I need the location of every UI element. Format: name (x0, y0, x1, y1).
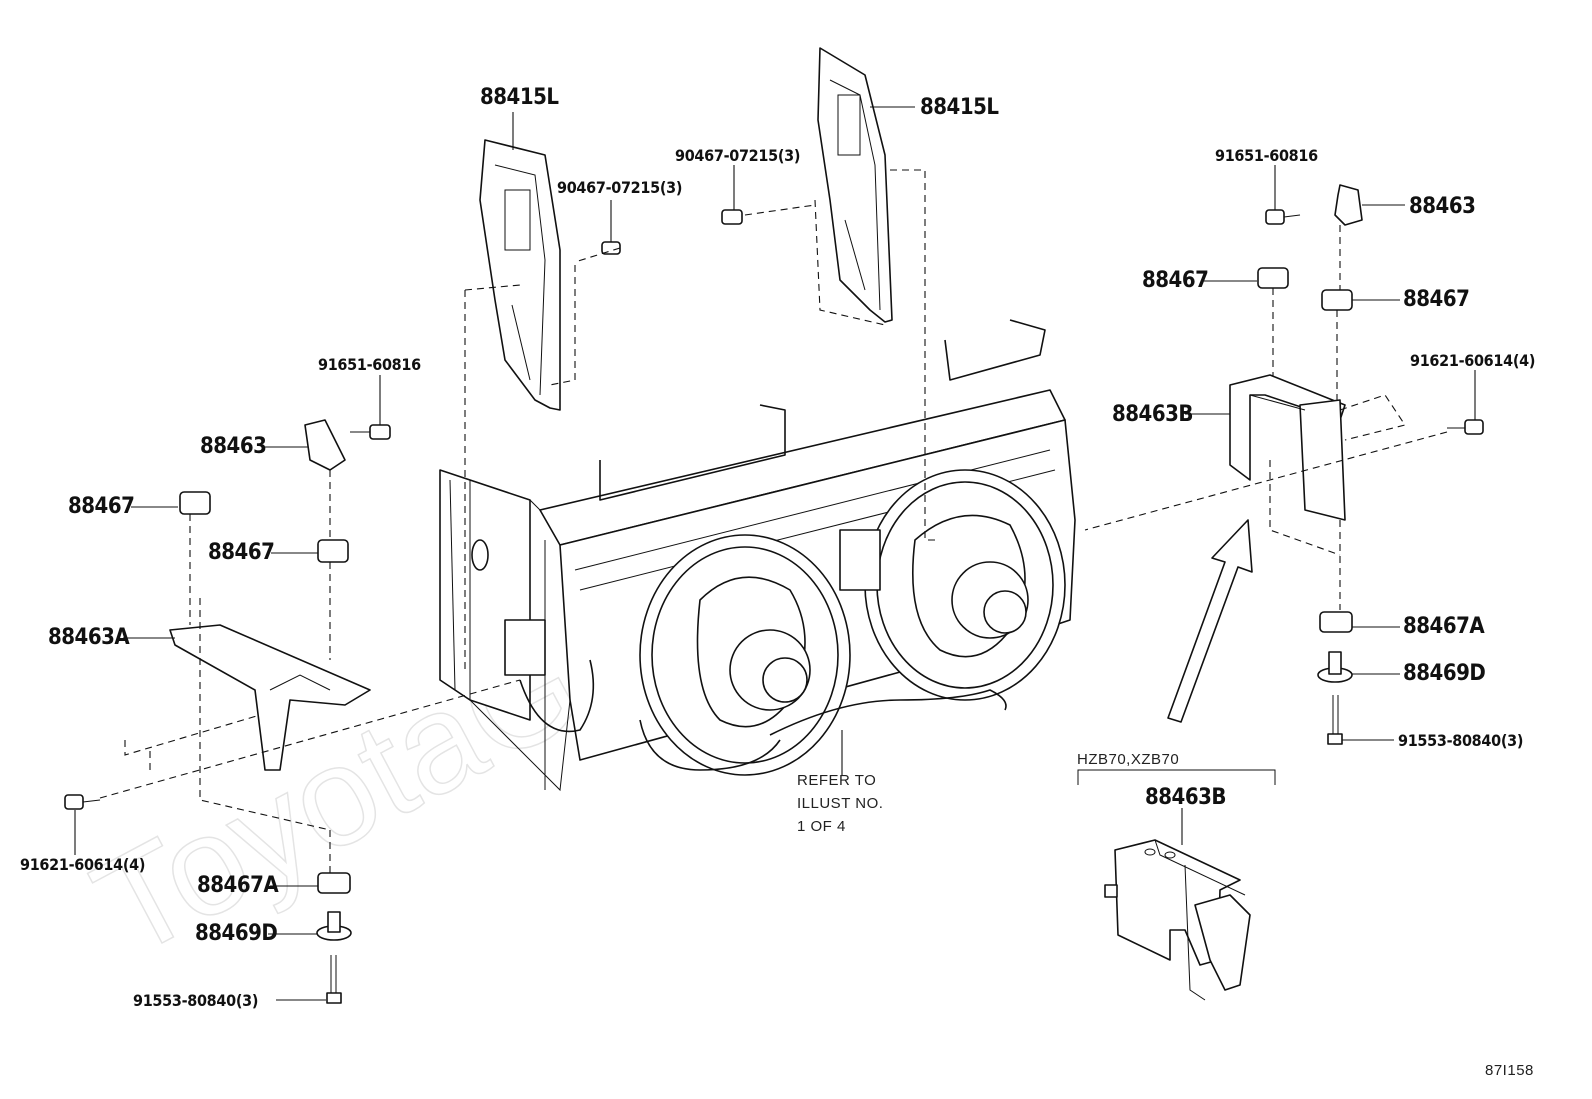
label-88467A-left: 88467A (197, 873, 279, 898)
lower-mount-left (316, 830, 352, 1004)
label-88463A: 88463A (48, 625, 130, 650)
label-88415L-left: 88415L (480, 85, 559, 110)
variant-heading: HZB70,XZB70 (1077, 751, 1179, 768)
variant-box (1077, 769, 1276, 1001)
label-88463B: 88463B (1112, 402, 1193, 427)
label-screw-91553-left: 91553-80840(3) (133, 991, 258, 1010)
leader-lines (123, 106, 1400, 1001)
label-88463-right: 88463 (1409, 194, 1475, 219)
support-88463B (1229, 374, 1406, 610)
label-clip-right: 90467-07215(3) (675, 146, 800, 165)
refer-note-line3: 1 OF 4 (797, 818, 846, 835)
figure-code: 87I158 (1485, 1062, 1534, 1079)
clip-left (574, 200, 621, 263)
bolt-91621-left (64, 679, 521, 855)
label-bolt-91651-left: 91651-60816 (318, 355, 421, 374)
label-88467-right-outer: 88467 (1142, 268, 1208, 293)
direction-arrow (1167, 519, 1253, 723)
label-88463-left: 88463 (200, 434, 266, 459)
bracket-88463-left (179, 419, 349, 660)
bolt-91621-right (1084, 370, 1484, 531)
side-panel-right (814, 47, 935, 541)
label-bolt-91621-left: 91621-60614(4) (20, 855, 145, 874)
label-88469D-left: 88469D (195, 921, 277, 946)
label-clip-left: 90467-07215(3) (557, 178, 682, 197)
clip-right (721, 165, 816, 225)
bolt-91651-left (350, 375, 391, 440)
label-bolt-91651-right: 91651-60816 (1215, 146, 1318, 165)
label-88467-left-inner: 88467 (208, 540, 274, 565)
label-88467-right-inner: 88467 (1403, 287, 1469, 312)
refer-note-line2: ILLUST NO. (797, 795, 883, 812)
lower-mount-right (1317, 611, 1353, 745)
label-bolt-91621-right: 91621-60614(4) (1410, 351, 1535, 370)
radiator-fan-assembly (439, 319, 1076, 792)
refer-note-line1: REFER TO (797, 772, 876, 789)
support-88463A (124, 598, 371, 831)
label-88463B-variant: 88463B (1145, 785, 1226, 810)
bracket-88463-right (1257, 165, 1405, 400)
label-88469D-right: 88469D (1403, 661, 1485, 686)
label-screw-91553-right: 91553-80840(3) (1398, 731, 1523, 750)
label-88415L-right: 88415L (920, 95, 999, 120)
side-panel-left (464, 139, 576, 670)
label-88467-left-outer: 88467 (68, 494, 134, 519)
label-88467A-right: 88467A (1403, 614, 1485, 639)
